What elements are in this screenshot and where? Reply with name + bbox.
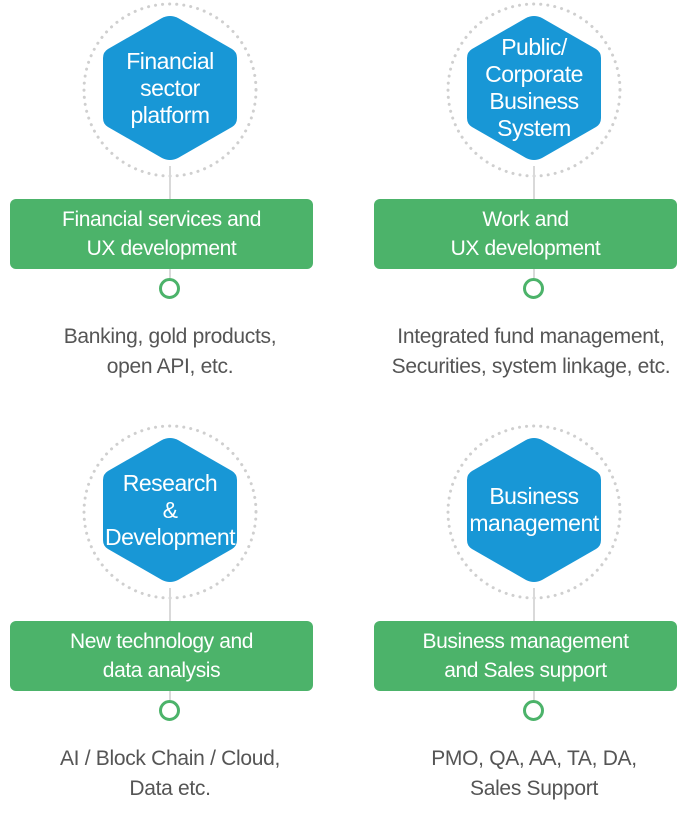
circle-node-icon [523, 278, 544, 299]
connector-line [533, 269, 535, 278]
hex-title-line: Financial [126, 47, 214, 74]
description: PMO, QA, AA, TA, DA, Sales Support [354, 744, 690, 804]
circle-node-icon [523, 700, 544, 721]
hex-title-line: Business [489, 88, 579, 114]
description: Integrated fund management, Securities, … [346, 322, 690, 382]
hex-title-line: Corporate [485, 61, 583, 87]
description-line: Data etc. [129, 777, 211, 800]
hex-title-line: management [469, 510, 599, 536]
connector-line [169, 166, 171, 200]
category-bar: Work and UX development [374, 199, 677, 269]
hex-title-line: & [162, 496, 178, 523]
hex-title-line: System [497, 115, 571, 141]
bar-line: UX development [450, 237, 601, 260]
description-line: Securities, system linkage, etc. [391, 355, 671, 378]
bar-line: UX development [86, 237, 237, 260]
circle-node-icon [159, 700, 180, 721]
bar-line: Business management [422, 630, 629, 653]
hex-title: Financial sector platform [94, 12, 246, 164]
hex-title-line: platform [130, 101, 210, 128]
connector-line [533, 691, 535, 700]
hexagon-icon [467, 16, 601, 160]
category-bar: Financial services and UX development [10, 199, 313, 269]
description-line: Sales Support [469, 777, 599, 800]
connector-line [533, 166, 535, 200]
hex-title-line: Research [122, 469, 218, 496]
connector-line [169, 588, 171, 622]
category-bar: New technology and data analysis [10, 621, 313, 691]
category-bar: Business management and Sales support [374, 621, 677, 691]
hex-title-line: Development [104, 523, 236, 550]
connector-line [533, 588, 535, 622]
hex-title-line: sector [140, 74, 200, 101]
hex-title: Public/ Corporate Business System [458, 12, 610, 164]
hexagon-icon [467, 438, 601, 582]
circle-node-icon [159, 278, 180, 299]
description: Banking, gold products, open API, etc. [0, 322, 350, 382]
connector-line [169, 691, 171, 700]
card-research-development: Research & Development New technology an… [10, 422, 330, 822]
bar-line: Financial services and [62, 208, 261, 231]
hexagon-icon [103, 16, 237, 160]
hex-title: Research & Development [94, 434, 246, 586]
description-line: Banking, gold products, [63, 325, 277, 348]
description: AI / Block Chain / Cloud, Data etc. [0, 744, 350, 804]
hexagon-icon [103, 438, 237, 582]
card-public-corporate: Public/ Corporate Business System Work a… [374, 0, 690, 400]
bar-line: and Sales support [444, 659, 607, 682]
hex-title: Business management [458, 434, 610, 586]
bar-line: data analysis [102, 659, 221, 682]
hex-title-line: Public/ [501, 34, 567, 60]
description-line: open API, etc. [106, 355, 234, 378]
card-financial-sector: Financial sector platform Financial serv… [10, 0, 330, 400]
connector-line [169, 269, 171, 278]
description-line: AI / Block Chain / Cloud, [59, 747, 281, 770]
description-line: PMO, QA, AA, TA, DA, [431, 747, 637, 770]
description-line: Integrated fund management, [397, 325, 665, 348]
bar-line: Work and [482, 208, 569, 231]
bar-line: New technology and [69, 630, 254, 653]
hex-title-line: Business [489, 483, 579, 509]
card-business-management: Business management Business management … [374, 422, 690, 822]
